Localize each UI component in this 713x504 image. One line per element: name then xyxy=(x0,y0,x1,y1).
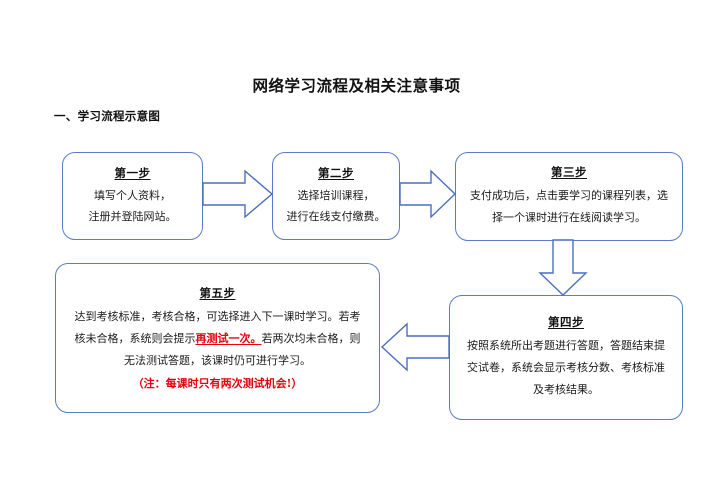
flow-box-step-5: 第五步 达到考核标准，考核合格，可选择进入下一课时学习。若考 核未合格，系统则会… xyxy=(55,263,380,413)
mixed-line-after: 若两次均未合格，则 xyxy=(261,332,361,345)
flow-box-step-2: 第二步 选择培训课程， 进行在线支付缴费。 xyxy=(272,152,400,240)
flow-box-line: 择一个课时进行在线阅读学习。 xyxy=(492,211,646,224)
mixed-line-before: 核未合格，系统则会提示 xyxy=(74,332,196,345)
flow-box-step-1: 第一步 填写个人资料， 注册并登陆网站。 xyxy=(62,152,203,240)
flow-box-line: 支付成功后，点击要学习的课程列表，选 xyxy=(470,189,668,202)
flow-box-line: 无法测试答题，该课时仍可进行学习。 xyxy=(124,354,311,367)
emphasis-retest-once: 再测试一次。 xyxy=(195,332,262,345)
flow-box-line: 及考核结果。 xyxy=(533,383,599,396)
flow-box-title: 第四步 xyxy=(548,315,584,329)
flow-box-line: 注册并登陆网站。 xyxy=(88,209,177,223)
flow-box-step-3: 第三步 支付成功后，点击要学习的课程列表，选 择一个课时进行在线阅读学习。 xyxy=(455,152,683,241)
flow-box-line: 选择培训课程， xyxy=(297,189,375,203)
arrow-right-icon-step2-step3 xyxy=(399,168,457,220)
flow-box-line: 达到考核标准，考核合格，可选择进入下一课时学习。若考 xyxy=(74,310,361,323)
flow-box-line: 进行在线支付缴费。 xyxy=(286,209,386,223)
flow-box-title: 第一步 xyxy=(114,166,151,181)
flow-box-line: 交试卷，系统会显示考核分数、考核标准 xyxy=(467,361,665,374)
flow-box-title: 第三步 xyxy=(551,165,587,179)
flow-box-title: 第五步 xyxy=(199,286,236,300)
arrow-right-icon-step1-step2 xyxy=(202,168,274,220)
arrow-left-icon-step4-step5 xyxy=(380,320,450,374)
page-title: 网络学习流程及相关注意事项 xyxy=(252,76,461,95)
flow-box-line: 填写个人资料， xyxy=(94,189,171,203)
arrow-down-icon-step3-step4 xyxy=(537,239,589,296)
flow-box-line: 按照系统所出考题进行答题，答题结束提 xyxy=(467,339,665,352)
flow-box-step-4: 第四步 按照系统所出考题进行答题，答题结束提 交试卷，系统会显示考核分数、考核标… xyxy=(449,295,683,420)
flow-box-note: （注：每课时只有两次测试机会!） xyxy=(132,377,303,390)
flow-box-title: 第二步 xyxy=(318,166,354,181)
flow-box-line-mixed: 核未合格，系统则会提示再测试一次。若两次均未合格，则 xyxy=(75,328,361,350)
section-heading: 一、学习流程示意图 xyxy=(54,109,161,123)
